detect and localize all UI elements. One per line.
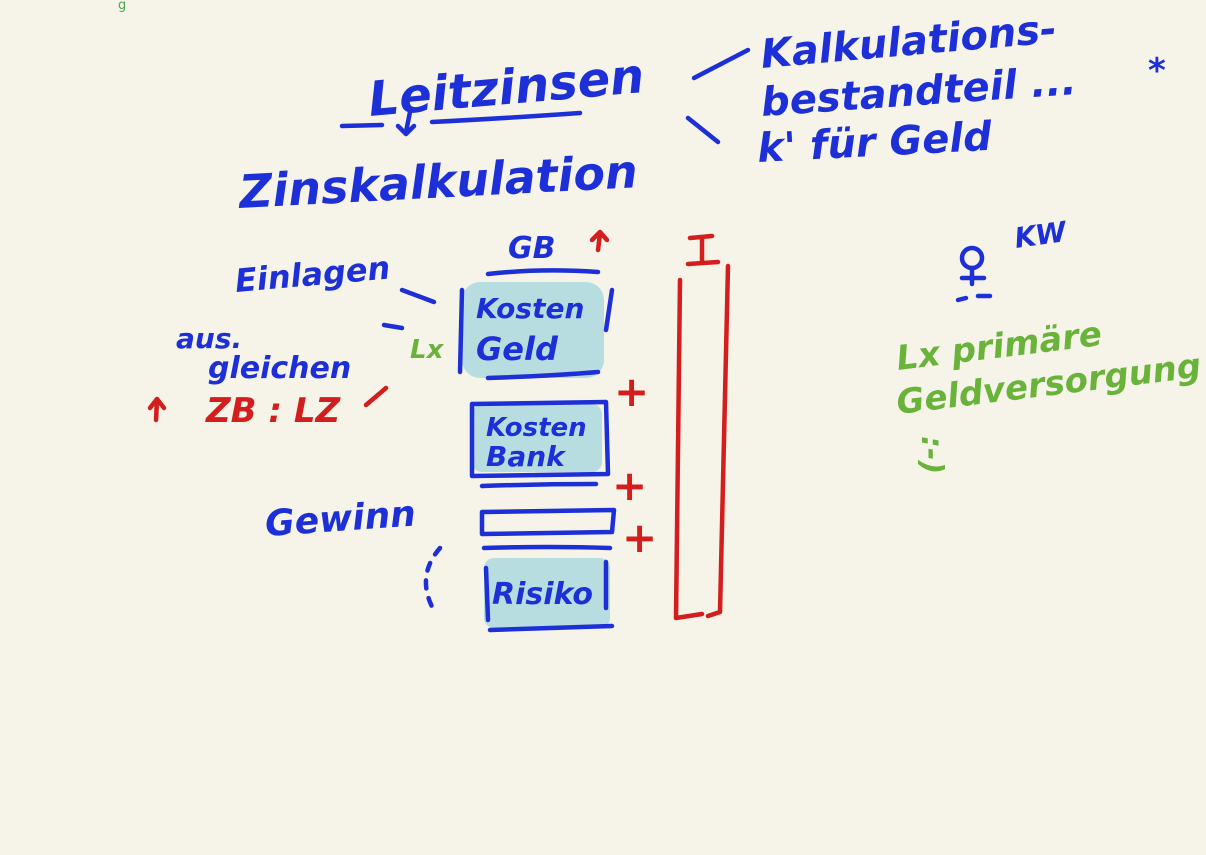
header-fragment: g — [118, 0, 127, 13]
red-bracket-right — [705, 263, 731, 619]
ausgleichen-line1: aus. — [176, 322, 242, 355]
gewinn-box — [479, 507, 617, 537]
branch-up-stroke — [691, 47, 751, 81]
kosten-bank-underline — [479, 481, 599, 489]
kosten-bank-box — [469, 399, 611, 479]
zinskalkulation-text: Zinskalkulation — [236, 144, 639, 219]
female-symbol-cross — [959, 265, 987, 287]
kosten-bank-line1: Kosten — [486, 413, 587, 443]
dash-stroke — [339, 122, 385, 129]
plus-mark-3: + — [622, 513, 657, 562]
zb-lz-text: ZB : LZ — [205, 391, 342, 431]
risiko-text: Risiko — [492, 577, 593, 612]
red-bracket-cap — [685, 233, 721, 267]
risiko-highlight — [484, 558, 610, 628]
gb-label: GB — [508, 231, 556, 266]
female-symbol-dashes — [955, 293, 993, 303]
plus-mark-2: + — [612, 461, 647, 510]
female-symbol-ring — [959, 245, 985, 271]
risiko-left — [483, 565, 491, 623]
lx-left-label: Lx — [410, 335, 445, 365]
kosten-bank-highlight — [472, 404, 602, 472]
down-arrow — [395, 109, 417, 137]
kosten-geld-left — [457, 287, 465, 375]
ausgleichen-line2: gleichen — [208, 351, 351, 386]
kosten-geld-line2: Geld — [476, 330, 559, 368]
asterisk-mark: * — [1148, 51, 1166, 91]
zb-up-arrow — [147, 396, 167, 423]
risiko-top — [481, 544, 613, 551]
kosten-geld-line1: Kosten — [476, 292, 584, 325]
gewinn-text: Gewinn — [264, 494, 417, 545]
ausgleichen-pointer — [381, 322, 405, 331]
kosten-geld-bottom — [485, 369, 601, 381]
plus-mark-1: + — [614, 367, 649, 416]
leitzinsen-underline — [429, 110, 583, 125]
kosten-geld-highlight — [462, 282, 604, 378]
red-bracket-left — [673, 277, 705, 621]
kosten-geld-right — [603, 287, 615, 333]
gewinn-dashed-arrow — [423, 545, 443, 617]
risiko-bottom — [487, 623, 615, 633]
branch-down-stroke — [685, 115, 721, 145]
smiley-face: :-) — [914, 436, 949, 474]
kosten-geld-top — [485, 268, 601, 277]
zb-pointer — [363, 385, 389, 408]
einlagen-pointer — [399, 287, 437, 305]
kosten-bank-line2: Bank — [486, 440, 567, 473]
gb-up-arrow — [589, 229, 610, 253]
kw-label: KW — [1012, 215, 1069, 255]
einlagen-text: Einlagen — [233, 249, 391, 300]
